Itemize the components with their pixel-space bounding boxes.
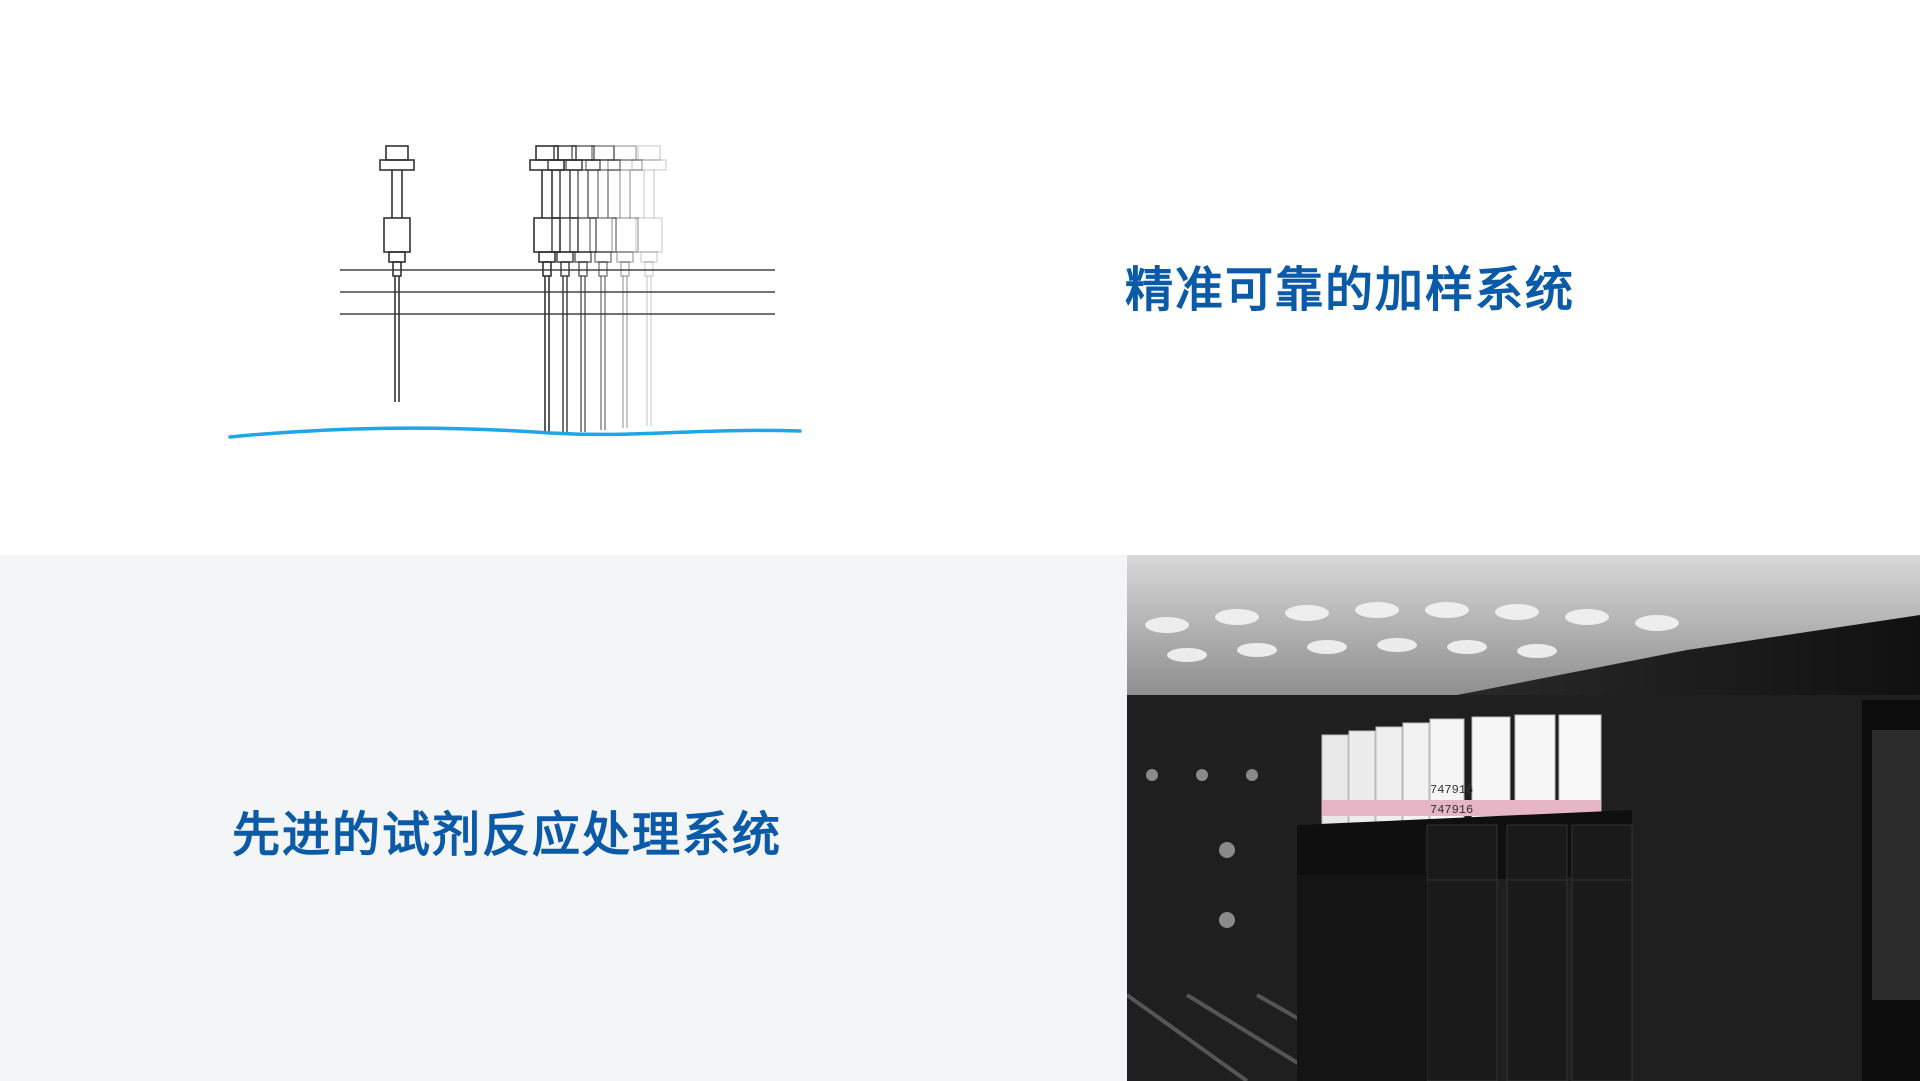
reagent-system-title: 先进的试剂反应处理系统: [232, 807, 783, 863]
sampling-system-title: 精准可靠的加样系统: [1125, 262, 1576, 318]
pipette-single: [379, 145, 415, 402]
sampling-system-section: [0, 0, 1920, 555]
tube-label-1: 747916: [1430, 783, 1473, 797]
reagent-tube-rack-photo: 747916 747916: [1127, 555, 1920, 1081]
pipette-illustration: [228, 145, 802, 439]
tube-label-2: 747916: [1430, 803, 1473, 817]
pipette-motion-4: [607, 145, 643, 428]
pipette-motion-3: [585, 145, 621, 430]
pipette-motion-5: [631, 145, 667, 426]
pipette-motion-2: [565, 145, 601, 432]
pipette-motion-0: [529, 145, 565, 432]
liquid-surface-line: [228, 426, 802, 439]
pipette-motion-1: [547, 145, 583, 432]
